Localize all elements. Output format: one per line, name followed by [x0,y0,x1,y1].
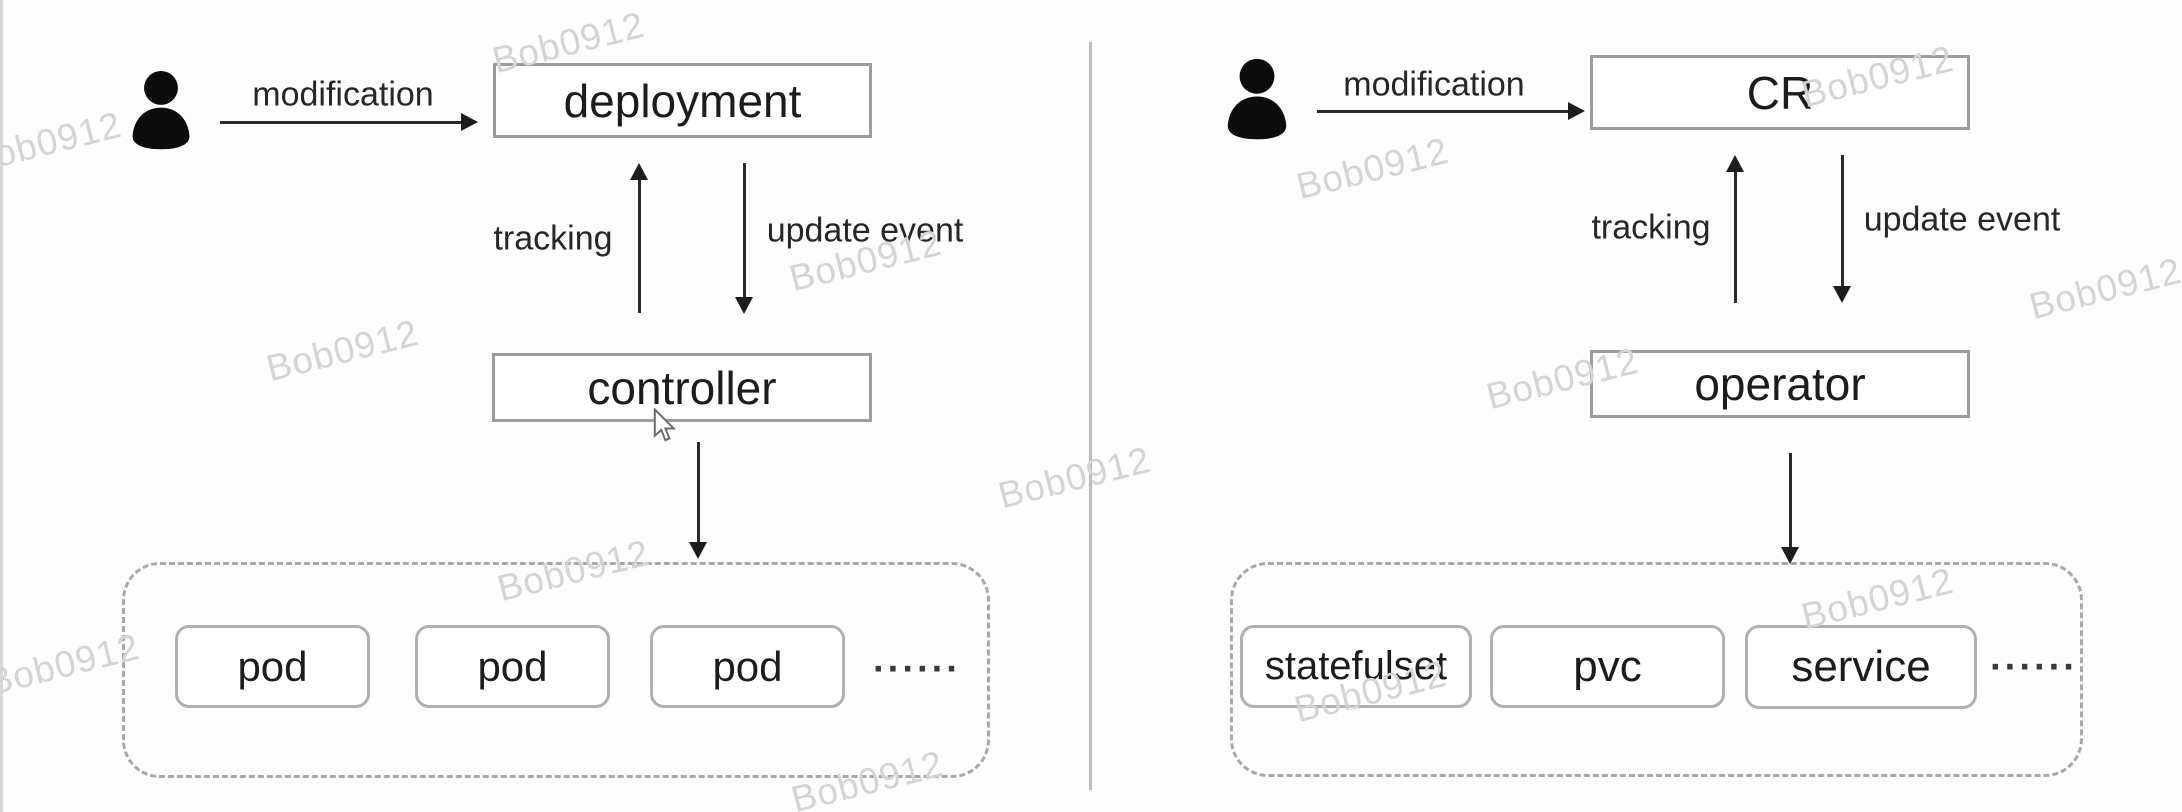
resource-box-service: service [1745,625,1977,709]
resource-box-pod-1: pod [175,625,370,708]
resource-box-pvc: pvc [1490,625,1725,708]
controller-box: controller [492,353,872,422]
statefulset-label: statefulset [1264,644,1448,688]
cr-box: CR [1590,55,1970,130]
resource-box-pod-3: pod [650,625,845,708]
cr-label: CR [1746,66,1814,119]
left-edge-line [0,0,3,812]
resource-box-statefulset: statefulset [1240,625,1472,708]
service-label: service [1791,642,1931,691]
watermark: Bob0912 [0,103,126,182]
watermark: Bob0912 [262,311,423,390]
panel-divider [1089,42,1092,790]
resources-group-box [1230,562,2083,777]
mouse-cursor [653,408,677,442]
deployment-box: deployment [493,63,872,138]
controller-label: controller [587,361,777,414]
modification-label: modification [252,75,434,114]
ellipsis-dots: ······ [873,648,961,691]
update-event-label: update event [1863,200,2061,239]
update-event-label: update event [766,211,964,250]
watermark: Bob0912 [1292,129,1453,208]
operator-label: operator [1694,358,1866,410]
pod-label: pod [712,642,783,690]
pod-label: pod [237,642,308,690]
pvc-label: pvc [1573,641,1642,691]
user-icon [1227,58,1287,140]
tracking-label: tracking [1591,208,1711,247]
watermark: Bob0912 [994,438,1155,517]
resource-box-pod-2: pod [415,625,610,708]
ellipsis-dots: ······ [1990,646,2078,689]
operator-box: operator [1590,350,1970,418]
pods-group-box [122,562,990,778]
deployment-label: deployment [563,74,802,127]
watermark: Bob0912 [2025,249,2182,328]
modification-label: modification [1343,65,1525,104]
tracking-label: tracking [493,219,613,258]
user-icon [132,70,190,150]
pod-label: pod [477,642,548,690]
